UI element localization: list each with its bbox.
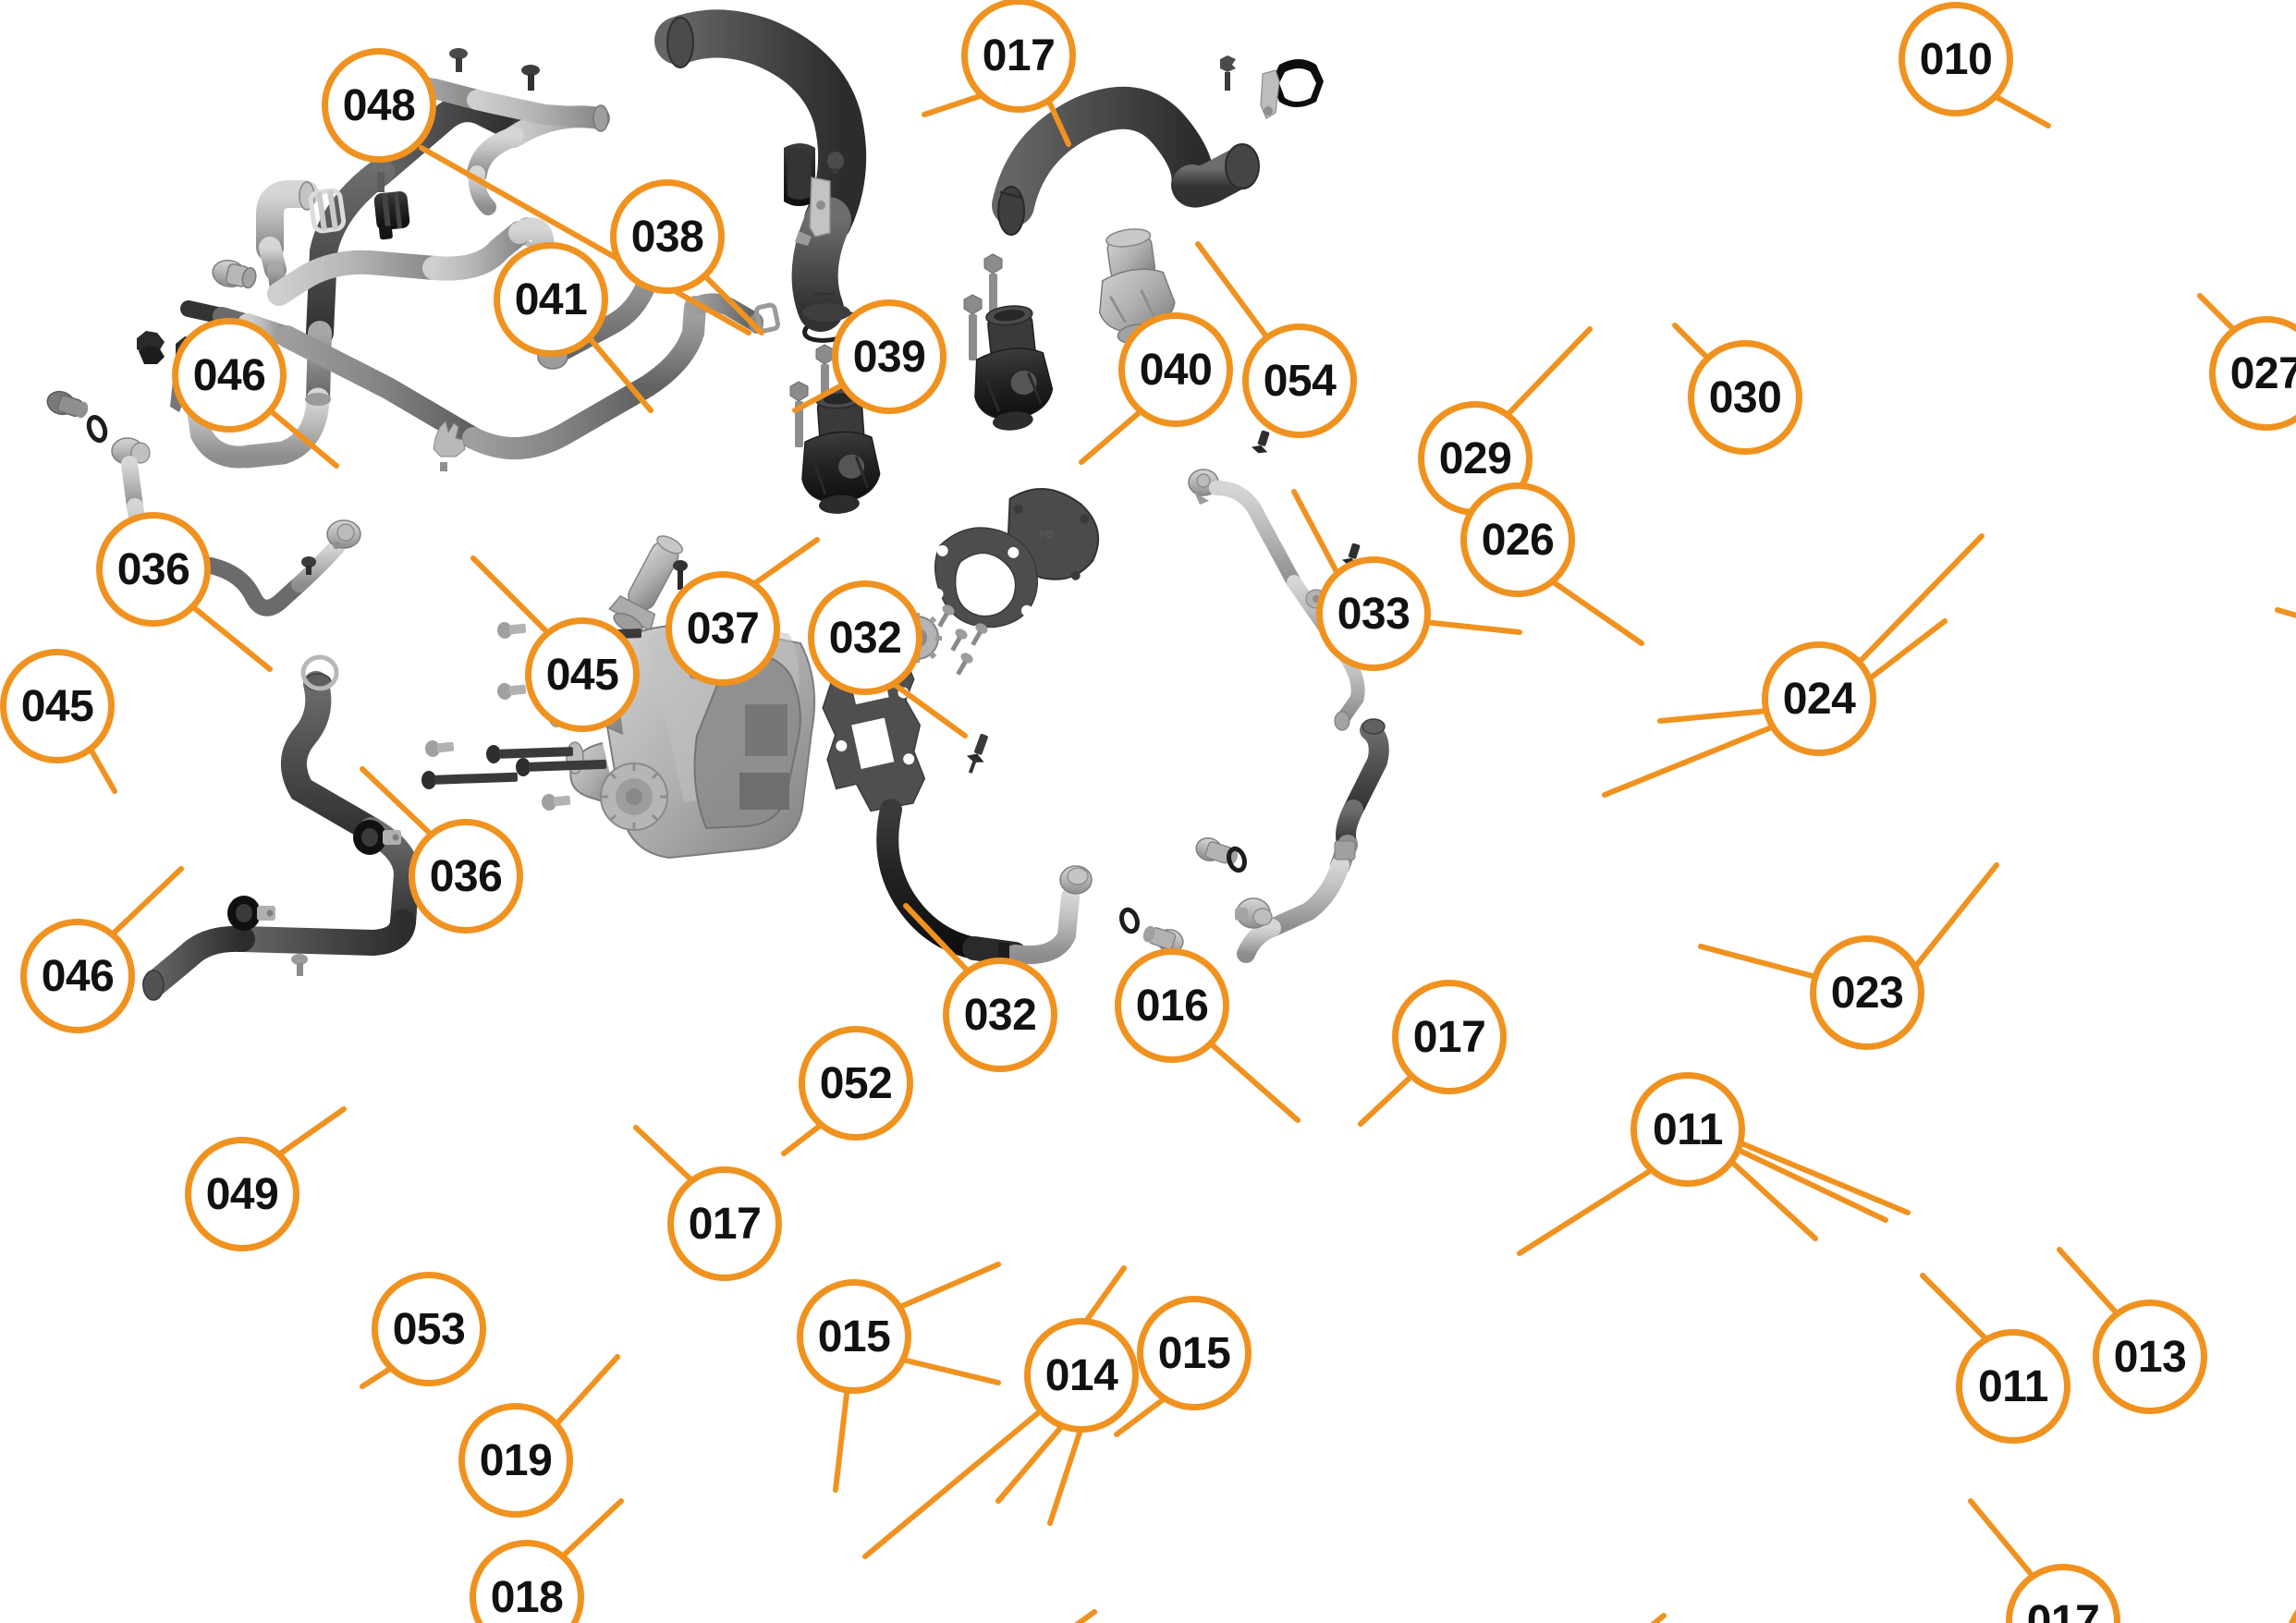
part-042-line-right bbox=[1188, 430, 1365, 731]
part-030-bolt-top bbox=[1220, 55, 1236, 91]
part-038-bolt bbox=[372, 163, 390, 192]
part-017-bolt-016 bbox=[673, 560, 688, 590]
part-018-hose bbox=[142, 654, 421, 1001]
part-023-valve-b bbox=[801, 388, 881, 514]
part-019-ring bbox=[300, 654, 339, 691]
part-014-bolt-2 bbox=[485, 745, 574, 763]
part-012-gasket bbox=[819, 638, 926, 828]
part-017-clip-042-b bbox=[1342, 543, 1361, 567]
svg-text:PB: PB bbox=[1039, 529, 1054, 541]
part-024-bolt-4 bbox=[789, 381, 809, 447]
part-011-bolt-a bbox=[937, 604, 955, 628]
part-011-bolt-d bbox=[956, 653, 973, 676]
part-water-pump-assembly bbox=[566, 619, 816, 860]
part-017-clip-047 bbox=[966, 734, 988, 774]
part-017-bolt-049 bbox=[301, 556, 316, 575]
part-016-flange-pipe bbox=[608, 535, 684, 634]
part-017-bolt-b bbox=[521, 65, 540, 91]
part-010-sensor bbox=[1013, 50, 1048, 89]
part-upper-dark-hose bbox=[654, 9, 867, 332]
part-022-bolt-a bbox=[291, 954, 308, 976]
part-015-bolt-1 bbox=[496, 622, 527, 639]
part-044-hose bbox=[1235, 718, 1389, 963]
part-045-banjo-b bbox=[46, 390, 89, 419]
part-045-barb-a bbox=[212, 260, 257, 289]
part-045-banjo-c bbox=[1195, 837, 1239, 865]
part-017-bolt-a bbox=[449, 48, 468, 72]
part-011-bolt-b bbox=[950, 628, 968, 652]
part-017-clip-042-a bbox=[1252, 430, 1270, 454]
part-039-black-clamp bbox=[373, 191, 410, 240]
part-014-bolt-4 bbox=[421, 771, 519, 789]
part-046-oring-d bbox=[1119, 907, 1140, 934]
part-011-bolt-c bbox=[971, 623, 988, 646]
part-027-hose bbox=[992, 86, 1260, 236]
part-023-valve-a bbox=[974, 305, 1054, 431]
part-030-rivet-mid bbox=[827, 152, 844, 174]
part-036-clip-a bbox=[137, 331, 165, 364]
part-014-bolt-3 bbox=[515, 758, 607, 776]
part-050-housing bbox=[1098, 228, 1176, 345]
part-015-bolt-5 bbox=[541, 794, 571, 811]
part-032-clip bbox=[433, 421, 466, 471]
part-024-bolt-2 bbox=[963, 294, 983, 360]
part-015-bolt-3 bbox=[424, 740, 455, 757]
part-015-bolt-2 bbox=[496, 683, 527, 700]
part-045-banjo-d bbox=[1142, 925, 1184, 953]
part-015-bolt-4 bbox=[548, 711, 579, 727]
part-046-oring-b bbox=[86, 414, 108, 444]
part-029-clamp-top bbox=[1260, 59, 1324, 119]
part-033-clamp-b bbox=[753, 302, 781, 334]
part-046-oring-c bbox=[1227, 846, 1247, 873]
part-029-clamp-mid bbox=[784, 143, 831, 246]
